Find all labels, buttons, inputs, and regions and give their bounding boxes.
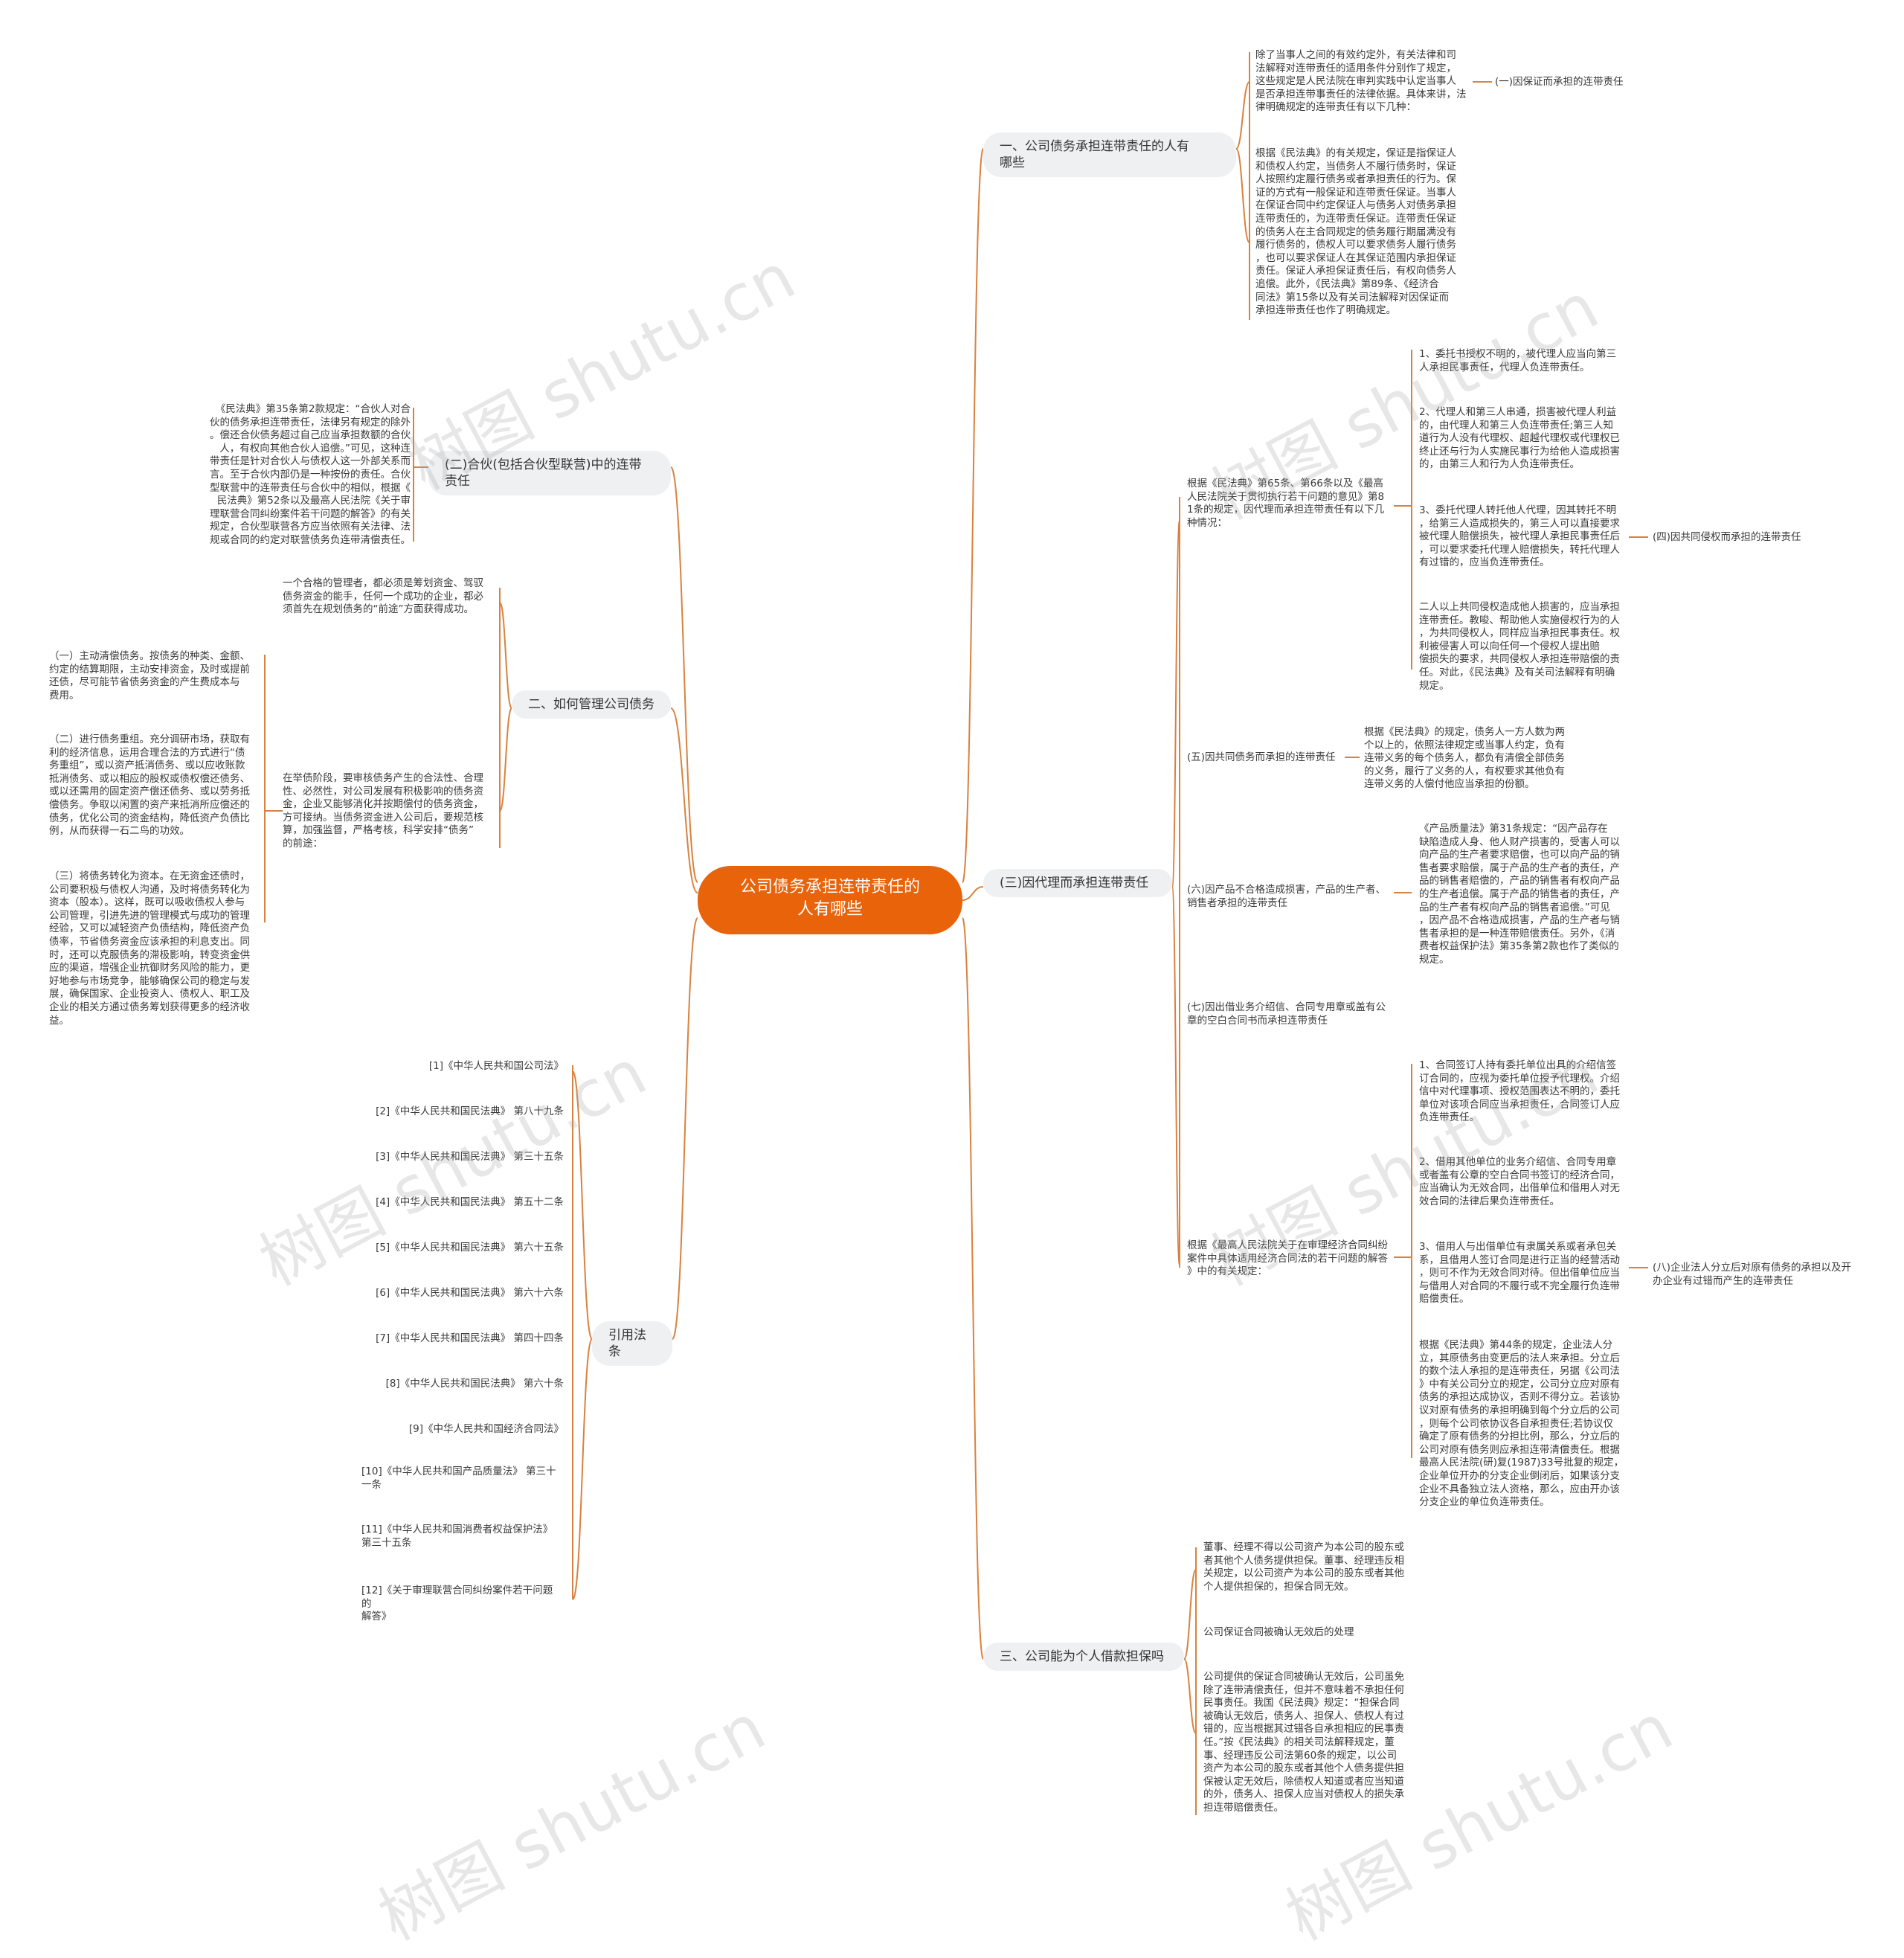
branch-1-link <box>1235 148 1250 243</box>
root-to-branch-3 <box>962 917 984 1660</box>
reference-item: [2]《中华人民共和国民法典》 第八十九条 <box>376 1105 564 1117</box>
guarantee-liability-label[interactable]: (一)因保证而承担的连带责任 <box>1495 76 1624 88</box>
reference-item: [8]《中华人民共和国民法典》 第六十条 <box>385 1378 564 1390</box>
guarantee-rule-item: 董事、经理不得以公司资产为本公司的股东或 者其他个人债务提供担保。董事、经理违反… <box>1203 1541 1404 1593</box>
branch-2-debt-management[interactable]: 二、如何管理公司债务 <box>512 690 671 719</box>
court-case-item: 3、借用人与出借单位有隶属关系或者承包关 系，且借用人签订合同是进行正当的经营活… <box>1419 1241 1620 1306</box>
agency-liability-topic[interactable]: (三)因代理而承担连带责任 <box>983 869 1172 897</box>
references-link <box>572 1338 593 1600</box>
branch-3-personal-guarantee[interactable]: 三、公司能为个人借款担保吗 <box>983 1643 1184 1671</box>
court-interpretation-text: 根据《最高人民法院关于在审理经济合同纠纷 案件中具体适用经济合同法的若干问题的解… <box>1187 1239 1388 1278</box>
agency-case-item: 1、委托书授权不明的，被代理人应当向第三 人承担民事责任，代理人负连带责任。 <box>1419 348 1617 373</box>
references-topic[interactable]: 引用法条 <box>592 1321 672 1366</box>
reference-item: [11]《中华人民共和国消费者权益保护法》 第三十五条 <box>361 1524 553 1549</box>
agency-case-item: 二人以上共同侵权造成他人损害的，应当承担 连带责任。教唆、帮助他人实施侵权行为的… <box>1419 601 1620 692</box>
reference-item: [3]《中华人民共和国民法典》 第三十五条 <box>376 1151 564 1163</box>
agency-link <box>1171 886 1180 1265</box>
guarantee-rule-item: 公司提供的保证合同被确认无效后，公司虽免 除了连带清偿责任，但并不意味着不承担任… <box>1203 1671 1404 1814</box>
court-case-item: 1、合同签订人持有委托单位出具的介绍信签 订合同的，应视为委托单位授予代理权。介… <box>1419 1059 1620 1124</box>
branch-2-sub-text: 在举债阶段，要审核债务产生的合法性、合理 性、必然性，对公司发展有积极影响的债务… <box>283 772 483 850</box>
enterprise-split-label[interactable]: (八)企业法人分立后对原有债务的承担以及开 办企业有过错而产生的连带责任 <box>1653 1262 1852 1287</box>
branch-1-liable-persons[interactable]: 一、公司债务承担连带责任的人有 哪些 <box>983 132 1236 177</box>
agency-case-item: 3、委托代理人转托他人代理，因其转托不明 ，给第三人造成损失的，第三人可以直接要… <box>1419 504 1620 569</box>
branch-1-link <box>1235 81 1250 150</box>
root-topic[interactable]: 公司债务承担连带责任的 人有哪些 <box>698 866 962 934</box>
joint-debt-liability-text: 根据《民法典》的规定，债务人一方人数为两 个以上的，依照法律规定或当事人约定，负… <box>1364 726 1565 791</box>
court-case-item: 2、借用其他单位的业务介绍信、合同专用章 或者盖有公章的空白合同书签订的经济合同… <box>1419 1156 1620 1207</box>
joint-tort-liability-label[interactable]: (四)因共同侵权而承担的连带责任 <box>1653 531 1801 543</box>
reference-item: [4]《中华人民共和国民法典》 第五十二条 <box>376 1196 564 1208</box>
seal-lending-label[interactable]: (七)因出借业务介绍信、合同专用章或盖有公 章的空白合同书而承担连带责任 <box>1187 1001 1386 1027</box>
joint-debt-liability-label[interactable]: (五)因共同债务而承担的连带责任 <box>1187 751 1336 763</box>
agency-case-item: 2、代理人和第三人串通，损害被代理人利益 的，由代理人和第三人负连带责任;第三人… <box>1419 406 1620 471</box>
debt-method-item: （二）进行债务重组。充分调研市场，获取有 利的经济信息，运用合理合法的方式进行“… <box>49 734 250 838</box>
reference-item: [12]《关于审理联营合同纠纷案件若干问题的 解答》 <box>361 1585 553 1623</box>
guarantee-rule-item[interactable]: 公司保证合同被确认无效后的处理 <box>1203 1626 1354 1638</box>
references-link <box>572 1071 593 1340</box>
branch-3-link <box>1183 1658 1197 1734</box>
root-to-references <box>672 917 698 1340</box>
debt-method-item: （一）主动清偿债务。按债务的种类、金额、 约定的结算期限，主动安排资金，及时或提… <box>49 650 250 702</box>
branch-2-link <box>499 602 512 709</box>
partnership-liability-text: 《民法典》第35条第2款规定：“合伙人对合 伙的债务承担连带责任，法律另有规定的… <box>210 403 411 546</box>
court-case-item: 根据《民法典》第44条的规定，企业法人分 立，其原债务由变更后的法人来承担。分立… <box>1419 1339 1624 1509</box>
product-defect-label[interactable]: (六)因产品不合格造成损害，产品的生产者、 销售者承担的连带责任 <box>1187 884 1386 909</box>
connector-lines <box>264 52 1648 1815</box>
root-to-branch-1 <box>962 148 984 883</box>
debt-method-item: （三）将债务转化为资本。在无资金还债时， 公司要积极与债权人沟通，及时将债务转化… <box>49 870 250 1027</box>
branch-3-link <box>1183 1569 1197 1660</box>
reference-item: [10]《中华人民共和国产品质量法》 第三十 一条 <box>361 1466 556 1491</box>
agency-link <box>1171 520 1180 887</box>
reference-item: [1]《中华人民共和国公司法》 <box>428 1060 564 1072</box>
branch-1-intro-text: 除了当事人之间的有效约定外，有关法律和司 法解释对连带责任的适用条件分别作了规定… <box>1255 49 1467 114</box>
branch-1-guarantee-text: 根据《民法典》的有关规定，保证是指保证人 和债权人约定，当债务人不履行债务时，保… <box>1255 147 1456 317</box>
root-to-agency <box>962 886 984 901</box>
product-defect-text: 《产品质量法》第31条规定：“因产品存在 缺陷造成人身、他人财产损害的，受害人可… <box>1419 823 1620 966</box>
branch-2-intro-text: 一个合格的管理者，都必须是筹划资金、驾驭 债务资金的能手，任何一个成功的企业，都… <box>283 577 483 616</box>
root-to-partnership <box>670 466 698 883</box>
root-to-branch-2 <box>670 707 698 893</box>
reference-item: [7]《中华人民共和国民法典》 第四十四条 <box>376 1332 564 1344</box>
reference-item: [6]《中华人民共和国民法典》 第六十六条 <box>376 1287 564 1299</box>
agency-intro-text: 根据《民法典》第65条、第66条以及《最高 人民法院关于贯彻执行若干问题的意见》… <box>1187 478 1385 529</box>
reference-item: [9]《中华人民共和国经济合同法》 <box>408 1423 564 1435</box>
branch-2-link <box>499 707 512 812</box>
reference-item: [5]《中华人民共和国民法典》 第六十五条 <box>376 1242 564 1254</box>
partnership-liability-topic[interactable]: (二)合伙(包括合伙型联营)中的连带 责任 <box>428 451 671 495</box>
